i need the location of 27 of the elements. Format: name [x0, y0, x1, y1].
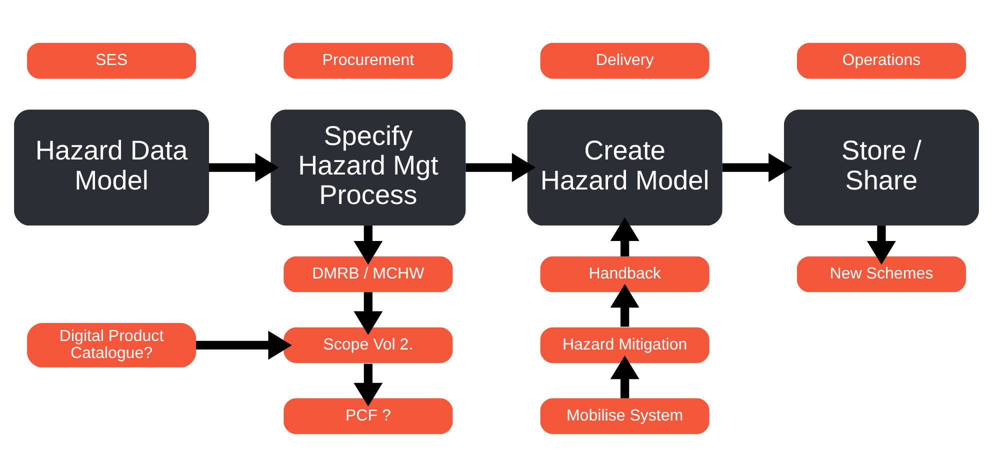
- node-box: Operations: [796, 42, 966, 78]
- node-box: Specify Hazard Mgt Process: [270, 109, 466, 226]
- node-box: Delivery: [540, 42, 710, 78]
- arrow: [354, 363, 383, 406]
- node-box: Hazard Data Model: [14, 109, 210, 226]
- arrow: [610, 354, 640, 398]
- arrow: [610, 283, 640, 326]
- arrow: [209, 152, 279, 182]
- node-box: Scope Vol 2.: [284, 326, 453, 363]
- node-box: PCF ?: [284, 398, 453, 434]
- node-box: Handback: [540, 256, 710, 292]
- node-box: New Schemes: [796, 256, 966, 292]
- node-box: SES: [27, 42, 196, 78]
- arrow: [354, 225, 383, 264]
- node-box: Store / Share: [784, 109, 979, 226]
- arrow: [196, 330, 292, 360]
- arrow: [722, 152, 792, 182]
- arrow: [466, 152, 536, 182]
- arrow: [866, 225, 896, 264]
- arrow: [610, 216, 640, 256]
- node-box: Create Hazard Model: [527, 109, 722, 226]
- node-box: Procurement: [284, 42, 453, 78]
- node-box: Digital Product Catalogue?: [27, 322, 196, 367]
- arrow: [354, 292, 383, 334]
- node-box: DMRB / MCHW: [284, 256, 453, 292]
- node-box: Mobilise System: [540, 398, 710, 434]
- node-box: Hazard Mitigation: [540, 326, 710, 363]
